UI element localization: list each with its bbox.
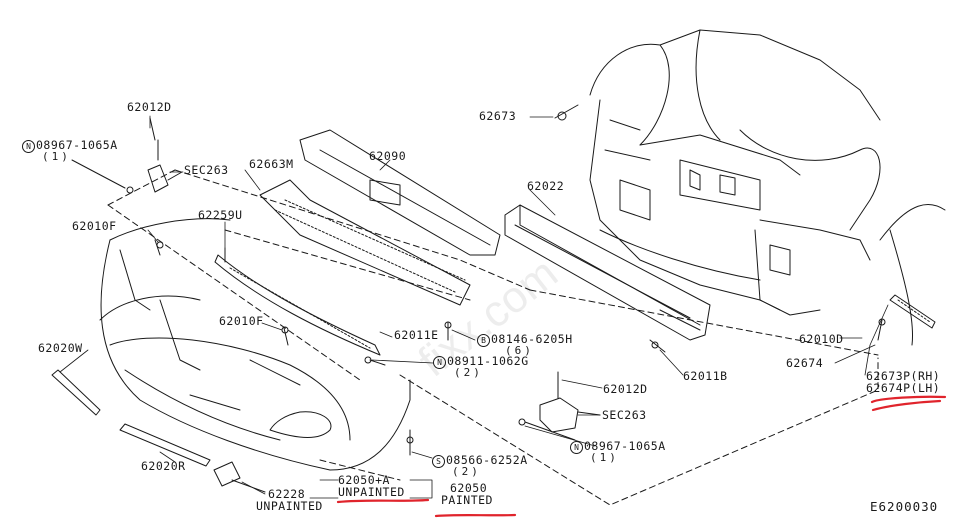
qty-08566: (2) — [452, 465, 481, 478]
note-62228-unpainted: UNPAINTED — [256, 499, 323, 513]
label-62012D-bottom: 62012D — [603, 382, 648, 396]
cover-62228 — [213, 461, 266, 493]
s-symbol: S — [432, 455, 445, 468]
note-62050A-unpainted: UNPAINTED — [338, 485, 405, 499]
diagram-code: E6200030 — [870, 499, 939, 514]
label-62050A: 62050+A — [338, 473, 390, 487]
retainer-62674P — [889, 294, 936, 329]
highlight-underline-center — [434, 513, 517, 518]
part-number: 08967-1065A — [36, 138, 118, 152]
qty-08967-bottom: (1) — [590, 451, 619, 464]
label-62673-top: 62673 — [479, 109, 517, 123]
part-number: 08967-1065A — [584, 439, 666, 453]
label-62012D-top: 62012D — [127, 100, 172, 114]
n-symbol: N — [22, 140, 35, 153]
part-number: 08146-6205H — [491, 332, 573, 346]
label-62022: 62022 — [527, 179, 565, 193]
label-62050: 62050 — [450, 481, 488, 495]
label-62020R: 62020R — [141, 459, 186, 473]
label-62010F-b: 62010F — [219, 314, 264, 328]
label-62010D: 62010D — [799, 332, 844, 346]
label-62228: 62228 — [268, 487, 306, 501]
reinforcement-62022 — [504, 204, 711, 341]
highlight-underline-right — [870, 395, 947, 412]
label-62663M: 62663M — [249, 157, 294, 171]
absorber-62090 — [299, 129, 501, 256]
bracket-top — [71, 117, 183, 194]
fasteners — [154, 104, 886, 456]
label-62674: 62674 — [786, 356, 824, 370]
upper-grille-62663M — [259, 179, 471, 306]
body-structure — [589, 29, 946, 346]
assembly-outline — [107, 169, 879, 506]
highlight-underline-left — [336, 498, 430, 504]
grille-62259U — [214, 247, 381, 356]
b-symbol: B — [477, 334, 490, 347]
label-62010F-a: 62010F — [72, 219, 117, 233]
part-number: 08566-6252A — [446, 453, 528, 467]
note-62050-painted: PAINTED — [441, 493, 493, 507]
molding-62020W — [51, 369, 101, 416]
bracket-bottom — [518, 371, 601, 441]
label-62090: 62090 — [369, 149, 407, 163]
qty-08146: (6) — [505, 344, 534, 357]
label-62011E: 62011E — [394, 328, 439, 342]
label-SEC263-bottom: SEC263 — [602, 408, 647, 422]
label-62674P: 62674P(LH) — [866, 381, 941, 395]
n-symbol: N — [433, 356, 446, 369]
molding-62020R — [119, 423, 211, 467]
callout-62050-bracket — [309, 479, 433, 499]
part-number: 08911-1062G — [447, 354, 529, 368]
label-62259U: 62259U — [198, 208, 243, 222]
qty-08967-top: (1) — [42, 150, 71, 163]
bumper-fascia — [99, 218, 411, 471]
label-62011B: 62011B — [683, 369, 728, 383]
label-62020W: 62020W — [38, 341, 83, 355]
n-symbol: N — [570, 441, 583, 454]
qty-08911: (2) — [454, 366, 483, 379]
label-SEC263-top: SEC263 — [184, 163, 229, 177]
leader-lines — [59, 115, 889, 495]
highlight-marks — [336, 395, 947, 518]
label-62673P: 62673P(RH) — [866, 369, 941, 383]
